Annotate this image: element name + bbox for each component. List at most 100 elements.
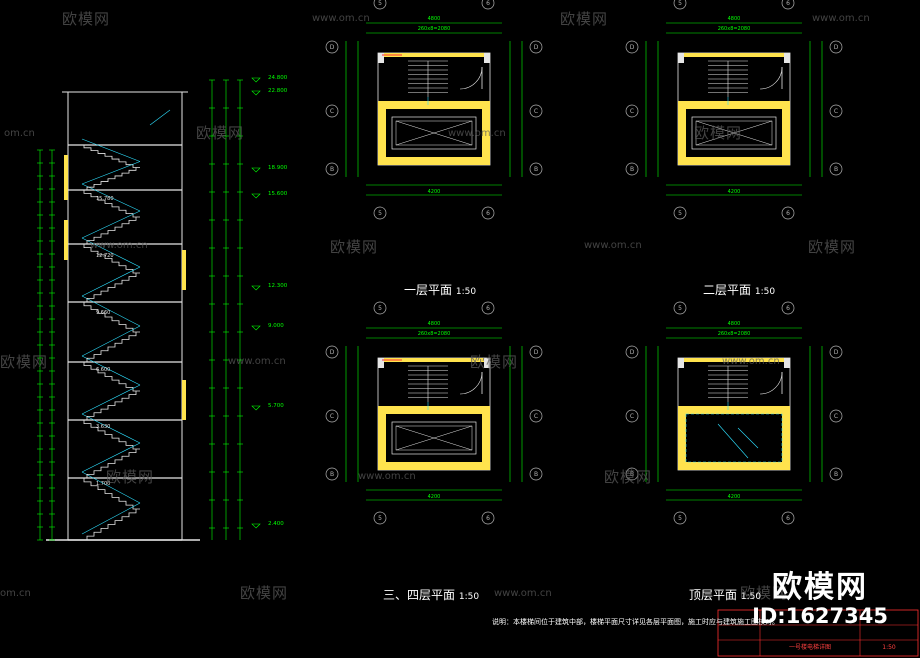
plan-dim-label: 4800 (428, 16, 441, 22)
title-block: 一号楼电梯详图 1:50 (717, 609, 919, 657)
elevator-shaft (691, 116, 777, 150)
plan-wall (378, 358, 490, 362)
axis-bubble (481, 0, 495, 10)
plan-column (678, 53, 684, 63)
axis-bubble (673, 301, 687, 315)
elevation-label: 18.900 (268, 165, 288, 171)
axis-label: 6 (786, 0, 790, 7)
axis-bubble (829, 345, 843, 359)
plan-wall (782, 406, 790, 470)
axis-label: B (534, 166, 538, 173)
stair-level-label: 1.700 (96, 481, 110, 487)
stair-handrail (81, 161, 141, 185)
door-swing (459, 371, 483, 395)
axis-label: 6 (786, 515, 790, 522)
axis-bubble (325, 409, 339, 423)
axis-bubble (673, 206, 687, 220)
axis-label: 6 (786, 210, 790, 217)
watermark-logo: 欧模网 (694, 124, 743, 142)
stair-handrail (81, 295, 141, 327)
axis-bubble (325, 467, 339, 481)
axis-bubble (829, 409, 843, 423)
plan-wall (378, 406, 386, 470)
elevator-cross (395, 120, 473, 146)
section-wall-strip (64, 220, 68, 260)
axis-label: C (330, 413, 334, 420)
axis-label: D (630, 349, 635, 356)
axis-bubble (373, 206, 387, 220)
axis-label: C (534, 413, 538, 420)
plan-wall (378, 406, 490, 414)
elevation-marker (251, 77, 261, 83)
axis-label: 6 (786, 305, 790, 312)
axis-bubble (325, 162, 339, 176)
stair-flight (80, 449, 137, 479)
axis-bubble (781, 206, 795, 220)
axis-bubble (829, 104, 843, 118)
brand-watermark: 欧模网 ID:1627345 (752, 572, 888, 629)
axis-label: C (834, 108, 838, 115)
stair-flight (83, 302, 140, 333)
watermark-url: www.om.cn (722, 356, 780, 367)
stair-flight (80, 332, 137, 363)
axis-label: 6 (486, 210, 490, 217)
axis-bubble (673, 0, 687, 10)
stair-flight (80, 167, 137, 191)
stair-handrail (81, 210, 141, 239)
stair-flight (80, 391, 137, 421)
axis-label: B (534, 471, 538, 478)
elevation-label: 24.800 (268, 75, 288, 81)
watermark-logo: 欧模网 (740, 584, 789, 602)
elevation-marker (251, 325, 261, 331)
axis-bubble (625, 467, 639, 481)
axis-bubble (829, 467, 843, 481)
axis-label: 5 (678, 210, 682, 217)
floor2-title: 二层平面 1:50 (703, 283, 776, 297)
title-block-scale: 1:50 (882, 644, 896, 651)
elevator-cross (395, 425, 473, 451)
watermark-logo: 欧模网 (0, 353, 49, 371)
plan-dim-label: 260x8=2080 (718, 26, 751, 32)
axis-label: 6 (486, 515, 490, 522)
stair-handrail (81, 384, 141, 415)
stair-flight (80, 273, 137, 303)
axis-bubble (625, 409, 639, 423)
stair-flight (80, 217, 137, 245)
plan-wall (678, 406, 790, 414)
title-block-name: 一号楼电梯详图 (789, 643, 831, 651)
axis-bubble (325, 104, 339, 118)
plan-wall (678, 101, 686, 165)
watermark-url: www.om.cn (448, 128, 506, 139)
elevation-marker (251, 90, 261, 96)
axis-bubble (781, 301, 795, 315)
stair-level-label: 12.720 (96, 253, 114, 259)
door-swing (759, 371, 783, 395)
elevation-marker (251, 193, 261, 199)
stair-flight (83, 190, 140, 218)
plan-wall (678, 101, 790, 109)
axis-bubble (781, 0, 795, 10)
axis-label: 5 (378, 0, 382, 7)
plan-wall (378, 101, 490, 109)
plan-dim-label: 260x8=2080 (418, 26, 451, 32)
plan-wall (378, 157, 490, 165)
stair-handrail (149, 109, 171, 126)
plan-dim-label: 4200 (728, 189, 741, 195)
plan-dim-label: 4800 (428, 321, 441, 327)
plan-wall (782, 101, 790, 165)
axis-bubble (373, 0, 387, 10)
elevation-marker (251, 285, 261, 291)
brand-id: ID:1627345 (752, 604, 888, 628)
axis-label: D (834, 349, 839, 356)
elevation-label: 12.300 (268, 283, 288, 289)
plan-dim-label: 260x8=2080 (718, 331, 751, 337)
watermark-logo: 欧模网 (560, 10, 609, 28)
axis-label: B (630, 166, 634, 173)
axis-bubble (529, 162, 543, 176)
section-wall-strip (182, 380, 186, 420)
section-wall-strip (64, 155, 68, 200)
